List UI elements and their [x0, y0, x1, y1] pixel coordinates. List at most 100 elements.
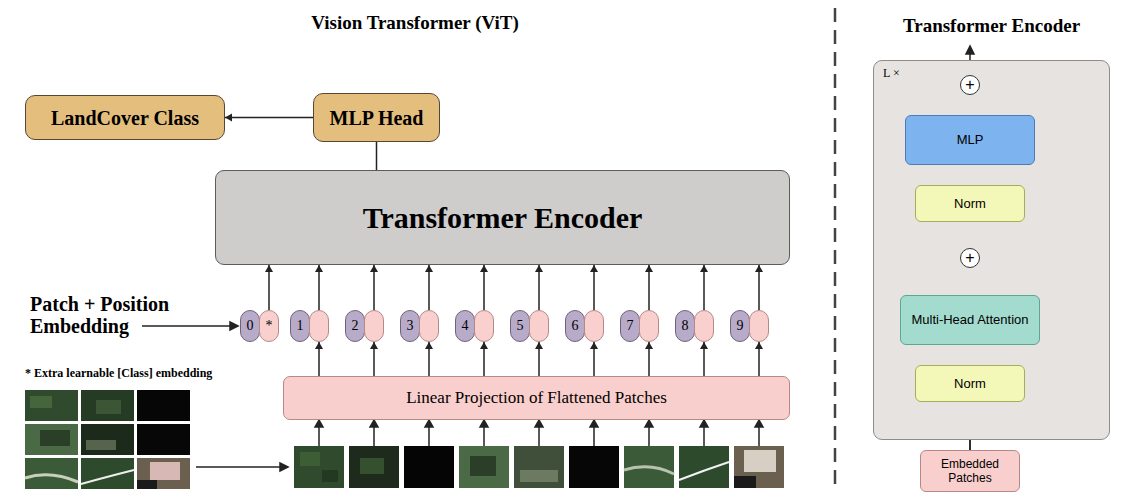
arrowhead [480, 265, 488, 272]
norm-box: Norm [915, 185, 1025, 222]
arrowhead [590, 265, 598, 272]
add-circle: + [960, 75, 980, 95]
arrowhead [370, 265, 378, 272]
connector [376, 142, 377, 170]
node-label: MLP [957, 132, 984, 148]
input-image-grid [25, 390, 190, 489]
patch-embedding [694, 310, 714, 342]
connector [425, 342, 433, 376]
embedding-token: 6 [565, 310, 604, 342]
embedding-token: 5 [510, 310, 549, 342]
arrowhead [755, 265, 763, 272]
node-label: + [965, 250, 974, 266]
position-number: 4 [455, 310, 475, 342]
patch-embedding [584, 310, 604, 342]
embedding-token: 9 [730, 310, 769, 342]
position-number: 2 [345, 310, 365, 342]
arrowhead [315, 265, 323, 272]
connector [535, 265, 543, 310]
encoder-box: Transformer Encoder [215, 170, 790, 265]
position-number: 7 [620, 310, 640, 342]
patch-embedding: * [259, 310, 279, 342]
patch-feed-lines [315, 420, 763, 446]
connector [370, 265, 378, 310]
arrowhead [315, 342, 323, 349]
class-output-box: LandCover Class [25, 95, 225, 140]
connector [225, 114, 313, 122]
node-label: + [965, 77, 974, 93]
patch-embedding [419, 310, 439, 342]
connector [535, 342, 543, 376]
divider-line [834, 8, 837, 492]
arrowhead [645, 265, 653, 272]
connector [315, 265, 323, 310]
arrowhead [480, 342, 488, 349]
connector [755, 265, 763, 310]
embedding-token: 0* [240, 310, 279, 342]
connector [265, 265, 273, 310]
arrowhead [535, 265, 543, 272]
position-number: 5 [510, 310, 530, 342]
node-label: Multi-Head Attention [911, 312, 1028, 328]
embedding-token: 3 [400, 310, 439, 342]
arrowhead [700, 265, 708, 272]
arrowhead [425, 265, 433, 272]
arrowhead [700, 342, 708, 349]
embedding-token: 7 [620, 310, 659, 342]
patch-embedding [639, 310, 659, 342]
position-number: 3 [400, 310, 420, 342]
arrowhead [265, 265, 273, 272]
arrowhead [645, 342, 653, 349]
connector [755, 342, 763, 376]
arrowhead [535, 342, 543, 349]
position-number: 8 [675, 310, 695, 342]
position-number: 0 [240, 310, 260, 342]
arrowhead [225, 114, 232, 122]
embedding-token: 1 [290, 310, 329, 342]
encoder-block: Transformer EncoderL ×+MLPNorm+Multi-Hea… [873, 60, 1110, 440]
node-label: Embedded Patches [927, 457, 1013, 485]
connector [645, 342, 653, 376]
footnote: * Extra learnable [Class] embedding [25, 366, 280, 380]
connector [700, 342, 708, 376]
attention-box: Multi-Head Attention [900, 295, 1040, 345]
norm-box: Norm [915, 365, 1025, 402]
patch-embedding [749, 310, 769, 342]
connector [480, 265, 488, 310]
pointer-arrows [142, 46, 974, 471]
arrowhead [425, 342, 433, 349]
connector [315, 342, 323, 376]
connector [370, 342, 378, 376]
node-label: Norm [954, 196, 986, 212]
patch-embedding [529, 310, 549, 342]
patch-strip [294, 446, 784, 488]
node-label: Linear Projection of Flattened Patches [406, 388, 667, 408]
node-label: MLP Head [330, 106, 424, 130]
embedding-token: 4 [455, 310, 494, 342]
repeat-label: L × [883, 66, 900, 80]
embedding-label: Patch + Position Embedding [30, 293, 205, 337]
connector [425, 265, 433, 310]
connector [480, 342, 488, 376]
embedding-token: 8 [675, 310, 714, 342]
arrowhead [590, 342, 598, 349]
connector [700, 265, 708, 310]
panel-heading: Vision Transformer (ViT) [265, 12, 565, 34]
connector [645, 265, 653, 310]
arrowhead [370, 342, 378, 349]
position-number: 6 [565, 310, 585, 342]
connector [590, 342, 598, 376]
position-number: 9 [730, 310, 750, 342]
add-circle: + [960, 248, 980, 268]
position-number: 1 [290, 310, 310, 342]
embedding-token: 2 [345, 310, 384, 342]
arrowhead [755, 342, 763, 349]
node-label: LandCover Class [51, 106, 199, 130]
patch-embedding [474, 310, 494, 342]
mlp-box: MLP [905, 115, 1035, 165]
block-heading: Transformer Encoder [854, 15, 1126, 37]
projection-box: Linear Projection of Flattened Patches [283, 376, 790, 420]
connector [590, 265, 598, 310]
node-label: Transformer Encoder [363, 201, 643, 235]
